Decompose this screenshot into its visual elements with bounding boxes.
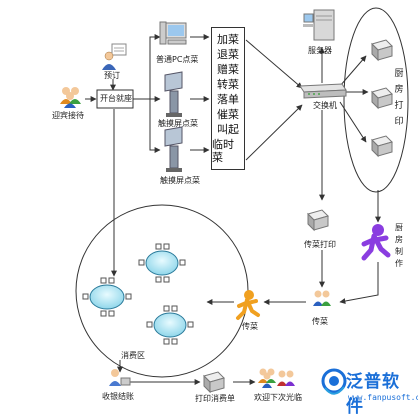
order-action-transfer: 转菜 [217, 78, 239, 91]
order-action-add: 加菜 [217, 33, 239, 46]
farewell-label: 欢迎下次光临 [254, 393, 302, 402]
switch-icon [299, 83, 347, 99]
order-action-rush: 催菜 [217, 108, 239, 121]
front-desk-label: 开台就座 [100, 94, 132, 103]
order-action-temp: 临时菜 [212, 138, 234, 164]
order-label: 预订 [104, 71, 120, 80]
order-actions-list: 加菜 退菜 赠菜 转菜 落单 催菜 叫起 临时菜 [211, 27, 245, 170]
waiter-running-figure-icon [236, 290, 260, 320]
front-desk-box [96, 89, 134, 109]
dining-table-2 [82, 277, 132, 317]
kitchen-print-label: 厨 房 打 印 [394, 69, 404, 127]
touch-screen-1-label: 触摸屏点菜 [158, 119, 198, 128]
server-label: 服务器 [308, 46, 332, 55]
kitchen-cook-label: 厨 房 制 作 [395, 223, 403, 268]
pc-terminal-label: 普通PC点菜 [156, 55, 199, 64]
dispatch-people-icon [313, 290, 331, 306]
logo-url: www.fanpusoft.com [348, 393, 418, 402]
order-action-place: 落单 [217, 93, 239, 106]
kitchen-printer-1-icon [371, 39, 393, 62]
dining-table-1 [138, 243, 186, 283]
cashier-label: 收银结账 [102, 392, 134, 401]
fanpu-logo: 泛普软件 www.fanpusoft.com [318, 366, 418, 417]
order-action-hold: 叫起 [217, 123, 239, 136]
cashier-icon [109, 369, 131, 386]
order-icon [102, 43, 127, 70]
print-bill-label: 打印消费单 [195, 394, 235, 403]
dispatch-label-1: 传菜 [312, 317, 328, 326]
reception-label: 迎宾接待 [52, 111, 84, 120]
pc-terminal-icon [159, 21, 187, 45]
touch-screen-kiosk-2-icon [164, 126, 183, 172]
dispatch-label-2: 传菜 [242, 322, 258, 331]
dining-area-label: 消费区 [121, 351, 145, 360]
connectors [85, 34, 381, 385]
kitchen-printer-3-icon [371, 135, 393, 158]
farewell-people-icon [258, 368, 295, 388]
reception-people-icon [60, 87, 81, 108]
cook-running-figure-icon [361, 224, 391, 261]
dispatch-printer-icon [307, 209, 329, 232]
fanpu-logo-mark-icon [321, 368, 347, 395]
kitchen-printer-2-icon [371, 87, 393, 110]
switch-label: 交换机 [313, 101, 337, 110]
order-action-return: 退菜 [217, 48, 239, 61]
server-icon [303, 9, 335, 41]
print-bill-printer-icon [203, 371, 225, 394]
order-action-gift: 赠菜 [217, 63, 239, 76]
touch-screen-2-label: 触摸屏点菜 [160, 176, 200, 185]
touch-screen-kiosk-1-icon [164, 71, 183, 117]
kitchen-zone-ellipse [343, 7, 409, 193]
dining-table-3 [146, 305, 194, 345]
dispatch-print-label: 传菜打印 [304, 240, 336, 249]
